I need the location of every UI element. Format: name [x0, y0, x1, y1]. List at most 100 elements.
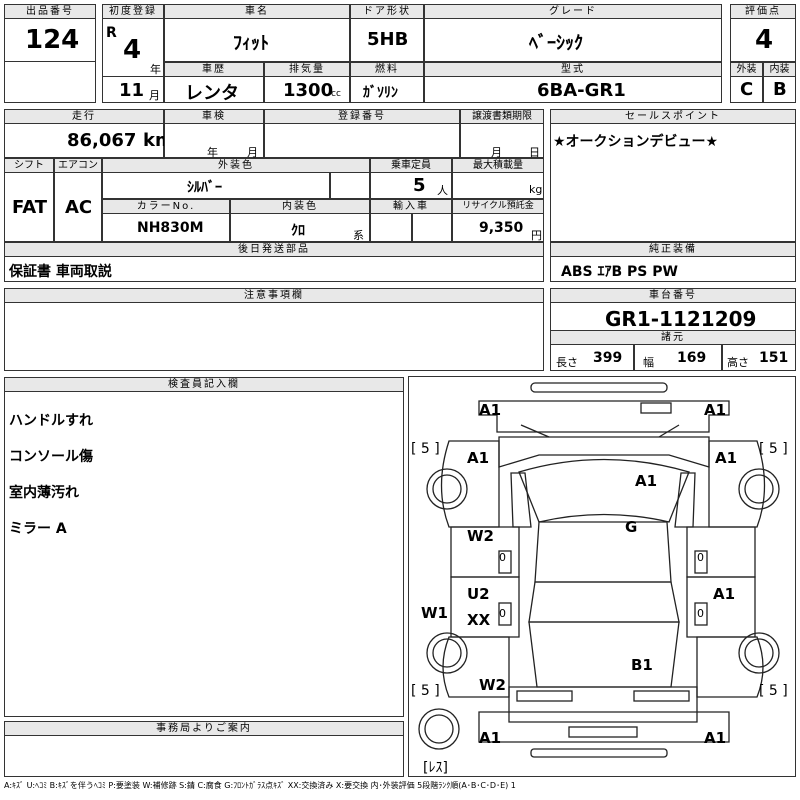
mark-roof: G [625, 518, 638, 536]
lot-label: 出品番号 [4, 4, 96, 19]
right-rear-handle [694, 602, 708, 626]
car-name-cell: ﾌｨｯﾄ [164, 18, 350, 62]
inspection-label: 車検 [164, 109, 264, 124]
shift-label: シフト [4, 158, 54, 173]
zero-mark: 0 [499, 551, 506, 564]
rear-lamp-left [516, 690, 573, 702]
trunk-outline [508, 686, 698, 723]
hood-outline [498, 436, 710, 468]
equipment: ABS ｴｱB PS PW [561, 264, 678, 280]
front-bumper-outline [478, 400, 730, 433]
lot-blank [4, 61, 96, 103]
reg-year: 4 [123, 35, 142, 65]
right-rear-door-outline [686, 576, 756, 638]
office-label: 事務局よりご案内 [4, 721, 404, 736]
rear-step-outline [530, 748, 668, 758]
length-label: 長さ [556, 356, 578, 369]
length-cell: 長さ 399 [550, 344, 634, 371]
width-cell: 幅 169 [634, 344, 722, 371]
inspector-notes: ハンドルすれ コンソール傷 室内薄汚れ ミラー A [9, 394, 93, 556]
import-label: 輸入車 [370, 199, 452, 214]
max-load-unit: kg [529, 183, 543, 196]
int-color: ｸﾛ [291, 223, 305, 239]
mark-left-rear-fender: W2 [479, 676, 506, 694]
recycle-cell: 9,350 円 [452, 213, 544, 242]
model-label: 型式 [424, 62, 722, 77]
aircon-cell: AC [54, 172, 102, 242]
height: 151 [759, 350, 789, 366]
ext-color-cell: ｼﾙﾊﾞｰ [102, 172, 330, 199]
color-no-cell: NH830M [102, 213, 230, 242]
inspector-line: 室内薄汚れ [9, 485, 79, 501]
length: 399 [593, 350, 623, 366]
inspection-cell: 年 月 [164, 123, 264, 159]
inspection-month-unit: 月 [247, 146, 258, 159]
equipment-label: 純正装備 [550, 242, 796, 257]
mark-front-right-bumper: A1 [704, 401, 727, 419]
grade-label: グレード [424, 4, 722, 19]
notes-label: 注意事項欄 [4, 288, 544, 303]
chassis-number: GR1-1121209 [605, 307, 757, 331]
car-outline-svg [418, 382, 780, 758]
fuel: ｶﾞｿﾘﾝ [363, 85, 398, 101]
mark-trunk: B1 [631, 656, 653, 674]
first-reg-month-cell: 11 月 [102, 76, 164, 103]
chassis-cell: GR1-1121209 [550, 302, 796, 331]
mark-left-rear-door-a: U2 [467, 585, 490, 603]
ext-color-label: 外装色 [102, 158, 370, 173]
rear-right-tire [738, 632, 780, 674]
mark-left-sill: W1 [421, 604, 448, 622]
grade-cell: ﾍﾞｰｼｯｸ [424, 18, 722, 62]
ext-color: ｼﾙﾊﾞｰ [187, 180, 222, 196]
inspector-line: コンソール傷 [9, 449, 93, 465]
left-front-handle [498, 550, 512, 574]
tire-rear-left: [ 5 ] [411, 683, 440, 699]
lot-cell: 124 [4, 18, 96, 62]
rear-window-outline [528, 621, 680, 688]
hood-lines [520, 424, 680, 438]
front-left-tire [426, 468, 468, 510]
front-right-tire [738, 468, 780, 510]
front-grille-outline [530, 382, 668, 393]
later-items-label: 後日発送部品 [4, 242, 544, 257]
displacement-label: 排気量 [264, 62, 350, 77]
int-score-cell: B [763, 76, 796, 103]
transfer-label: 譲渡書類期限 [460, 109, 544, 124]
width-label: 幅 [643, 356, 654, 369]
transfer-cell: 月 日 [460, 123, 544, 159]
fuel-cell: ｶﾞｿﾘﾝ [350, 76, 424, 103]
roof-outline [534, 521, 672, 583]
tire-front-right: [ 5 ] [759, 441, 788, 457]
ext-score-cell: C [730, 76, 763, 103]
specs-label: 諸元 [550, 330, 796, 345]
later-items-cell: 保証書 車両取説 [4, 256, 544, 282]
left-rear-fender-outline [442, 636, 510, 698]
int-color-cell: ｸﾛ 系 [230, 213, 370, 242]
registration-label: 登録番号 [264, 109, 460, 124]
spare-tire [418, 708, 460, 750]
int-score-label: 内装 [763, 62, 796, 77]
reg-month: 11 [119, 80, 145, 101]
score-label: 評価点 [730, 4, 796, 19]
mark-left-front-door: W2 [467, 527, 494, 545]
grade: ﾍﾞｰｼｯｸ [529, 33, 583, 54]
era: R [106, 25, 117, 41]
rear-roof-outline [528, 581, 680, 623]
transfer-day-unit: 日 [529, 146, 540, 159]
office-cell [4, 735, 404, 777]
ext-score: C [740, 79, 754, 100]
transfer-month-unit: 月 [491, 146, 502, 159]
aircon-label: エアコン [54, 158, 102, 173]
sales-point-label: セールスポイント [550, 109, 796, 124]
later-items: 保証書 車両取説 [9, 264, 112, 280]
inspector-line: ミラー A [9, 521, 67, 537]
recycle-unit: 円 [531, 229, 542, 242]
height-label: 高さ [727, 356, 749, 369]
zero-mark: 0 [697, 551, 704, 564]
displacement: 1300 [283, 80, 334, 101]
mark-rear-left-bumper: A1 [479, 729, 502, 747]
mileage-label: 走行 [4, 109, 164, 124]
import-cell-b [412, 213, 452, 242]
door-type: 5HB [367, 29, 409, 50]
shift: FAT [12, 197, 48, 218]
